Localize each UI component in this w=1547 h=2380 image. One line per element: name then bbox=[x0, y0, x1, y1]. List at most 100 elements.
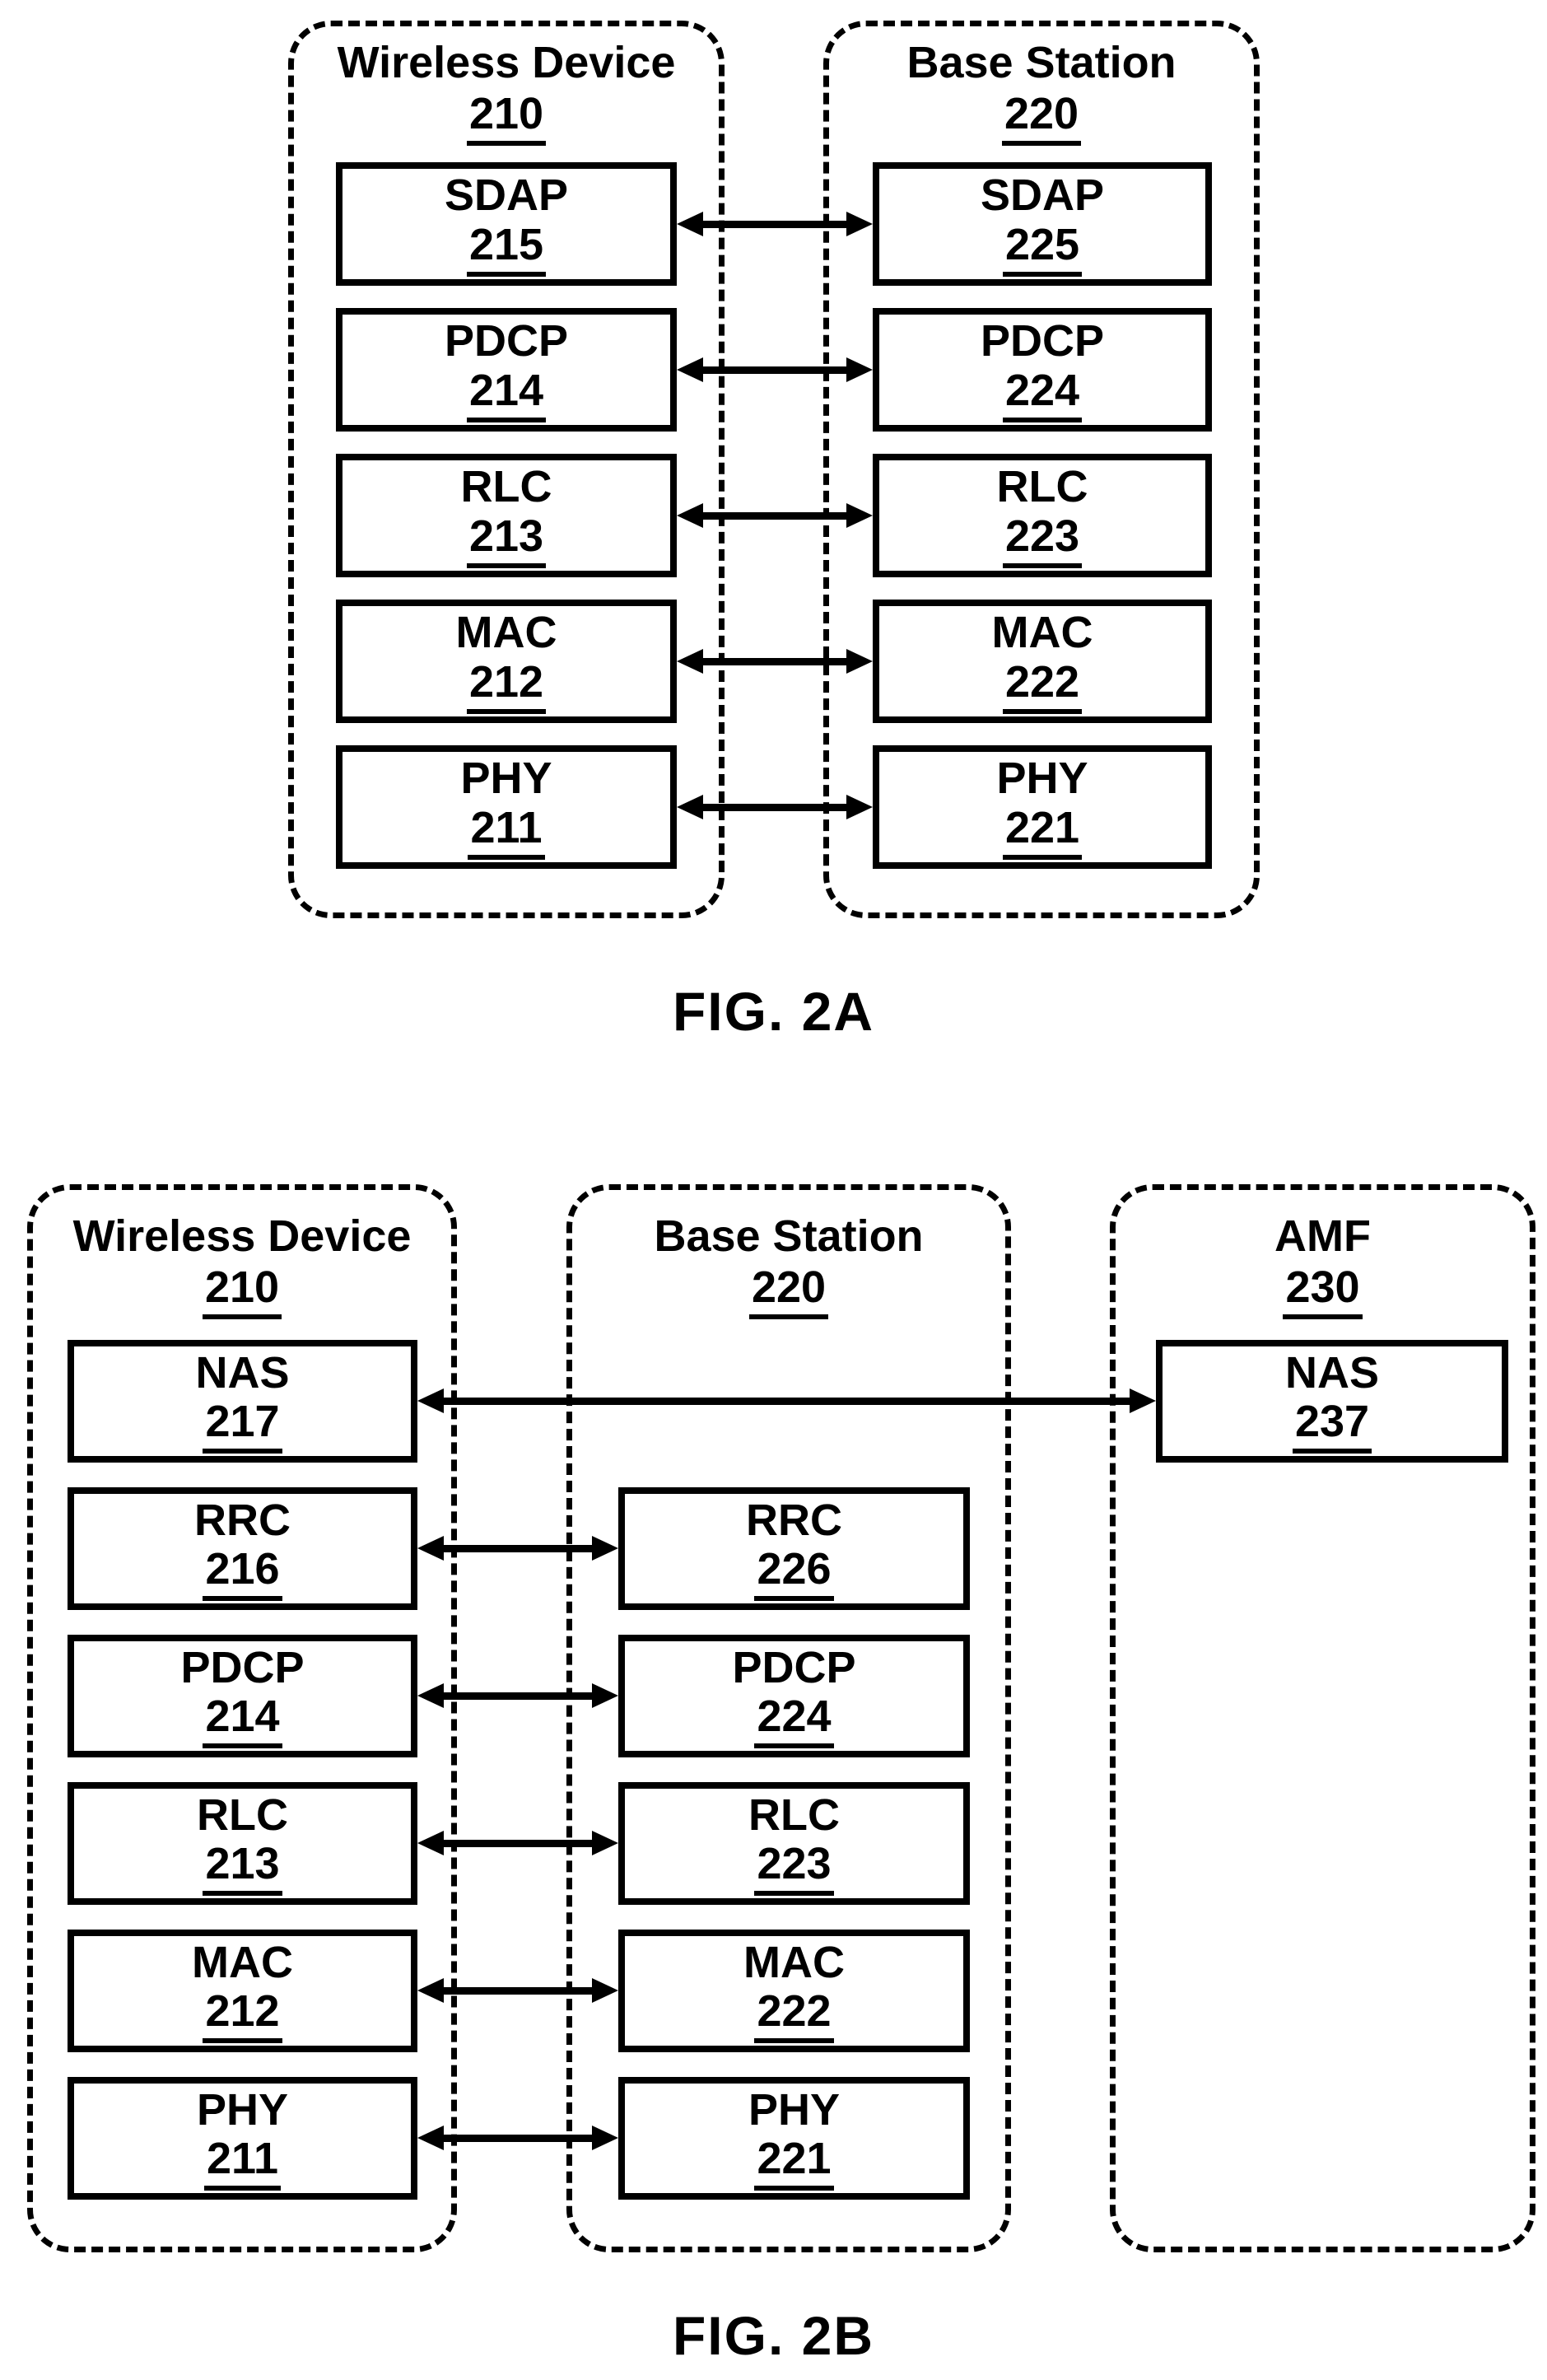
arrow-shaft bbox=[444, 1692, 592, 1700]
arrowhead-left-icon bbox=[417, 1536, 444, 1561]
arrowhead-right-icon bbox=[592, 1831, 618, 1855]
fig2a-base-station-container bbox=[823, 21, 1260, 918]
layer-name: RLC bbox=[460, 462, 552, 512]
layer-name: PHY bbox=[196, 2084, 289, 2135]
layer-box-2a-wd-phy: PHY 211 bbox=[336, 745, 677, 869]
layer-ref: 211 bbox=[203, 2135, 282, 2191]
container-ref: 220 bbox=[748, 1264, 829, 1319]
layer-ref: 213 bbox=[203, 1841, 282, 1897]
arrowhead-right-icon bbox=[592, 1978, 618, 2003]
arrow-shaft bbox=[444, 1397, 1130, 1405]
layer-ref: 223 bbox=[1002, 513, 1083, 568]
arrow-2a-sdap bbox=[677, 212, 873, 236]
fig2a-wd-title: Wireless Device 210 bbox=[288, 37, 725, 146]
arrow-shaft bbox=[703, 803, 846, 811]
layer-ref: 216 bbox=[203, 1546, 282, 1602]
arrow-shaft bbox=[703, 511, 846, 520]
arrowhead-left-icon bbox=[417, 1388, 444, 1413]
arrow-2a-pdcp bbox=[677, 357, 873, 382]
layer-name: PDCP bbox=[444, 316, 569, 366]
arrowhead-left-icon bbox=[417, 1683, 444, 1708]
arrow-2a-phy bbox=[677, 795, 873, 819]
layer-box-2b-amf-nas: NAS 237 bbox=[1156, 1340, 1508, 1463]
fig2a-caption: FIG. 2A bbox=[672, 981, 875, 1042]
layer-ref: 214 bbox=[203, 1693, 282, 1749]
arrow-2a-rlc bbox=[677, 503, 873, 528]
layer-ref: 224 bbox=[1002, 367, 1083, 422]
layer-name: SDAP bbox=[980, 170, 1105, 221]
container-ref: 230 bbox=[1283, 1264, 1363, 1319]
container-title: Wireless Device bbox=[337, 38, 676, 87]
arrow-shaft bbox=[703, 657, 846, 665]
layer-ref: 226 bbox=[754, 1546, 834, 1602]
arrow-shaft bbox=[444, 1839, 592, 1847]
layer-ref: 223 bbox=[754, 1841, 834, 1897]
fig2a-bs-title: Base Station 220 bbox=[823, 37, 1260, 146]
layer-name: RRC bbox=[746, 1495, 842, 1545]
layer-box-2b-bs-mac: MAC 222 bbox=[618, 1930, 970, 2052]
layer-name: PHY bbox=[996, 754, 1088, 804]
arrowhead-left-icon bbox=[677, 503, 703, 528]
arrow-shaft bbox=[703, 366, 846, 374]
arrow-shaft bbox=[703, 220, 846, 228]
fig2b-bs-title: Base Station 220 bbox=[566, 1211, 1011, 1319]
layer-name: PDCP bbox=[180, 1642, 305, 1692]
layer-box-2a-bs-phy: PHY 221 bbox=[873, 745, 1212, 869]
arrowhead-right-icon bbox=[846, 357, 873, 382]
layer-box-2b-bs-rlc: RLC 223 bbox=[618, 1782, 970, 1905]
arrowhead-right-icon bbox=[592, 1683, 618, 1708]
arrowhead-right-icon bbox=[592, 1536, 618, 1561]
layer-ref: 222 bbox=[754, 1988, 834, 2044]
arrowhead-right-icon bbox=[846, 795, 873, 819]
arrowhead-left-icon bbox=[677, 649, 703, 674]
layer-box-2b-wd-mac: MAC 212 bbox=[68, 1930, 417, 2052]
layer-name: NAS bbox=[195, 1347, 290, 1398]
layer-name: PHY bbox=[748, 2084, 841, 2135]
layer-ref: 225 bbox=[1002, 222, 1083, 277]
arrow-shaft bbox=[444, 2134, 592, 2142]
container-ref: 210 bbox=[466, 91, 547, 146]
layer-box-2b-bs-pdcp: PDCP 224 bbox=[618, 1635, 970, 1757]
container-ref: 220 bbox=[1001, 91, 1082, 146]
container-title: Wireless Device bbox=[72, 1211, 412, 1261]
arrowhead-right-icon bbox=[1130, 1388, 1156, 1413]
arrow-2b-rlc bbox=[417, 1831, 618, 1855]
layer-ref: 213 bbox=[466, 513, 547, 568]
container-title: Base Station bbox=[654, 1211, 924, 1261]
layer-name: RLC bbox=[748, 1790, 840, 1840]
arrow-2b-rrc bbox=[417, 1536, 618, 1561]
layer-ref: 211 bbox=[468, 805, 545, 860]
layer-name: MAC bbox=[192, 1937, 293, 1987]
arrowhead-left-icon bbox=[677, 212, 703, 236]
arrow-shaft bbox=[444, 1544, 592, 1552]
fig2b-wireless-device-container bbox=[27, 1184, 457, 2252]
arrow-shaft bbox=[444, 1986, 592, 1995]
arrowhead-right-icon bbox=[846, 212, 873, 236]
layer-ref: 221 bbox=[754, 2135, 834, 2191]
arrowhead-left-icon bbox=[677, 795, 703, 819]
arrow-2b-nas bbox=[417, 1388, 1156, 1413]
layer-box-2a-bs-sdap: SDAP 225 bbox=[873, 162, 1212, 286]
layer-name: RLC bbox=[996, 462, 1088, 512]
layer-ref: 221 bbox=[1002, 805, 1083, 860]
layer-name: MAC bbox=[991, 608, 1093, 658]
layer-ref: 237 bbox=[1292, 1398, 1372, 1454]
fig2b-caption: FIG. 2B bbox=[672, 2305, 875, 2366]
layer-name: PDCP bbox=[980, 316, 1105, 366]
layer-box-2b-wd-rrc: RRC 216 bbox=[68, 1487, 417, 1610]
arrowhead-left-icon bbox=[417, 1978, 444, 2003]
arrowhead-right-icon bbox=[846, 649, 873, 674]
layer-box-2a-wd-mac: MAC 212 bbox=[336, 600, 677, 723]
layer-box-2b-wd-phy: PHY 211 bbox=[68, 2077, 417, 2200]
layer-box-2b-wd-rlc: RLC 213 bbox=[68, 1782, 417, 1905]
fig2b-base-station-container bbox=[566, 1184, 1011, 2252]
layer-name: SDAP bbox=[444, 170, 569, 221]
layer-box-2a-bs-rlc: RLC 223 bbox=[873, 454, 1212, 577]
arrow-2b-phy bbox=[417, 2126, 618, 2150]
layer-name: MAC bbox=[455, 608, 557, 658]
arrow-2b-mac bbox=[417, 1978, 618, 2003]
layer-ref: 224 bbox=[754, 1693, 834, 1749]
container-ref: 210 bbox=[202, 1264, 282, 1319]
layer-box-2b-bs-rrc: RRC 226 bbox=[618, 1487, 970, 1610]
